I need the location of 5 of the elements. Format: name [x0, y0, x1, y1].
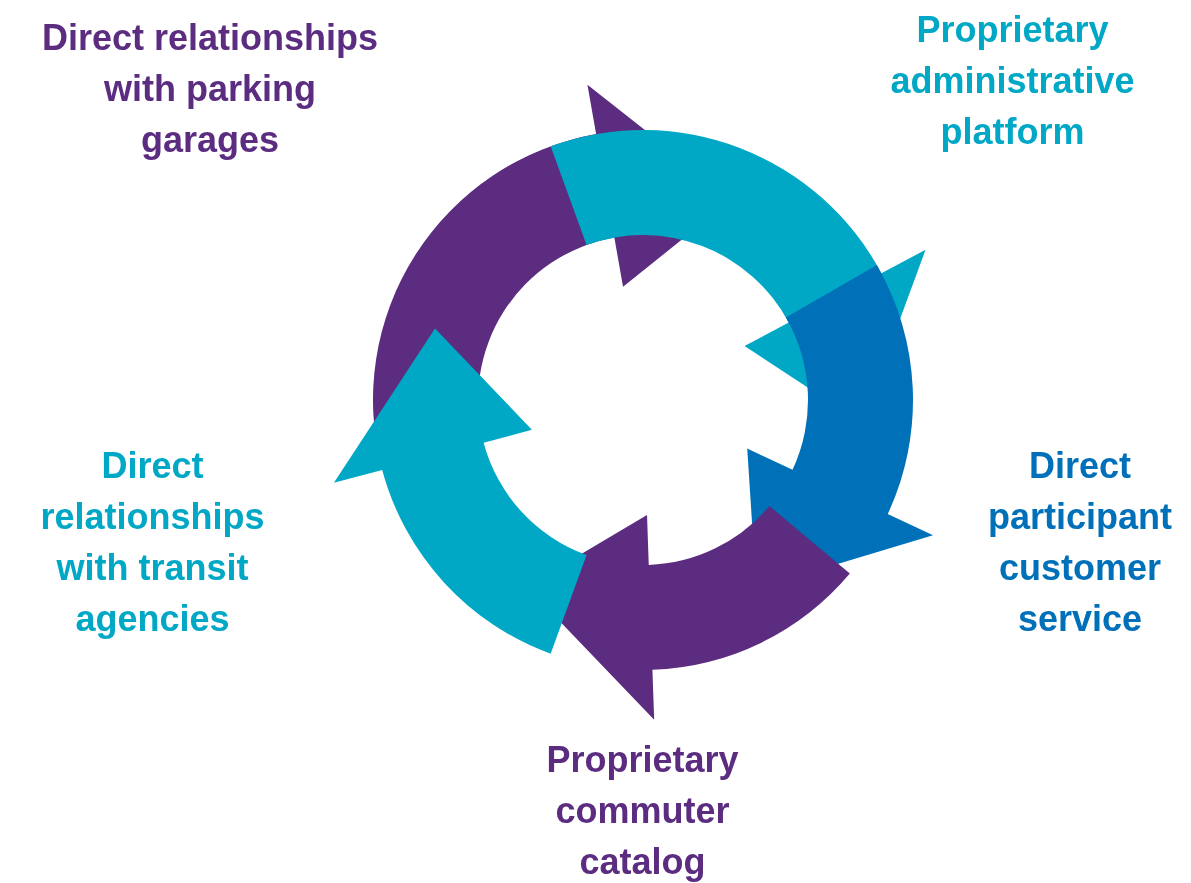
step-label: Direct relationships with parking garages: [40, 16, 380, 162]
step-label: Direct participant customer service: [987, 444, 1173, 641]
step-label: Proprietary administrative platform: [889, 8, 1136, 154]
step-label: Proprietary commuter catalog: [545, 738, 740, 883]
step-label: Direct relationships with transit agencies: [39, 444, 266, 641]
